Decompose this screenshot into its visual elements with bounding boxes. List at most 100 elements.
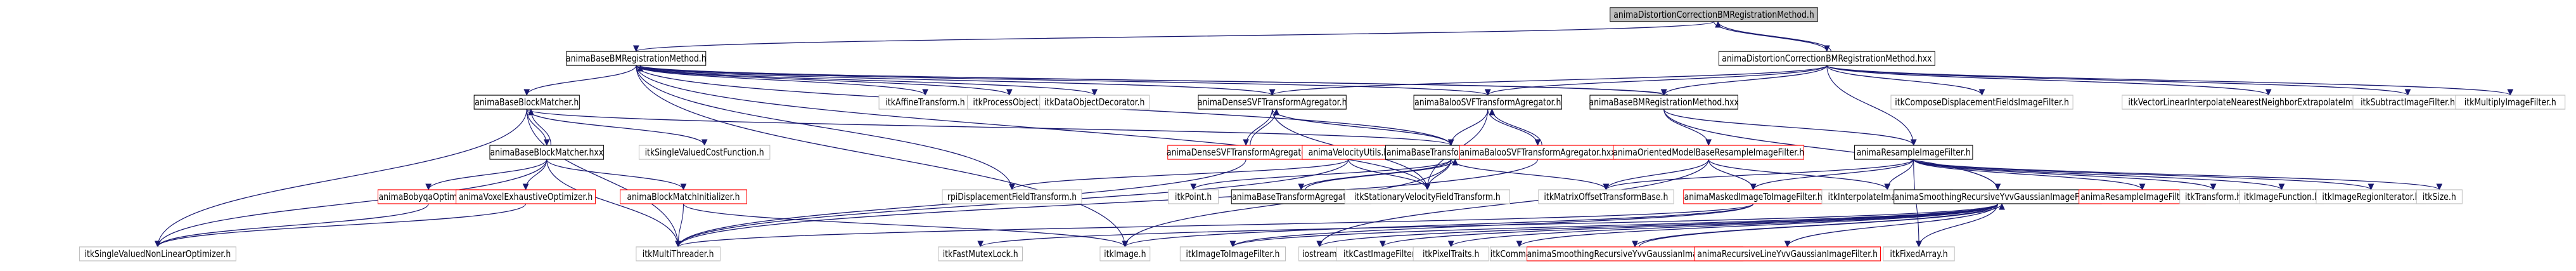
edge-line — [526, 109, 679, 248]
edge-line — [1011, 159, 1349, 190]
edge-n19-to-n27 — [1190, 159, 1452, 191]
file-node[interactable]: itkAffineTransform.h — [878, 95, 972, 110]
edge-arrowhead — [1006, 89, 1013, 96]
edge-arrowhead — [1632, 241, 1638, 248]
edge-line — [1639, 203, 2002, 248]
file-node[interactable]: animaSmoothingRecursiveYvvGaussianImageF… — [1894, 189, 2102, 204]
file-node[interactable]: itkMatrixOffsetTransformBase.h — [1538, 189, 1674, 204]
file-node-box — [2416, 189, 2463, 204]
file-node[interactable]: itkComposeDisplacementFieldsImageFilter.… — [1890, 95, 2073, 110]
file-node[interactable]: itkProcessObject.h — [967, 95, 1052, 110]
file-node[interactable]: animaOrientedModelBaseResampleImageFilte… — [1613, 145, 1804, 160]
edge-line — [636, 65, 1125, 248]
file-node-label: itkTransform.h — [2185, 192, 2241, 202]
file-node[interactable]: itkImageRegionIterator.h — [2316, 189, 2426, 204]
file-node[interactable]: itkSize.h — [2416, 189, 2463, 204]
file-node[interactable]: rpiDisplacementFieldTransform.h — [942, 189, 1082, 204]
file-node[interactable]: animaBaseBlockMatcher.h — [473, 95, 580, 110]
file-node[interactable]: itkImageToImageFilter.h — [1179, 246, 1286, 261]
edge-line — [1124, 203, 1754, 248]
file-node[interactable]: itkFixedArray.h — [1883, 246, 1955, 261]
edge-arrowhead — [637, 64, 644, 72]
edge-line — [677, 159, 1539, 248]
edge-layer — [155, 20, 2514, 248]
file-node[interactable]: itkFastMutexLock.h — [938, 246, 1023, 261]
edge-n33-to-n43 — [1229, 203, 1998, 248]
edge-line — [1826, 65, 1914, 146]
edge-line — [526, 109, 705, 146]
file-node[interactable]: animaRecursiveLineYvvGaussianImageFilter… — [1694, 246, 1881, 261]
file-node-label: itkMultiThreader.h — [643, 249, 714, 260]
file-node-box — [1538, 189, 1674, 204]
edge-arrowhead — [1484, 89, 1491, 96]
edge-line — [1913, 159, 2440, 190]
file-node[interactable]: animaBobyqaOptimizer.h — [377, 189, 480, 204]
edge-arrowhead — [701, 139, 708, 147]
file-node[interactable]: animaSmoothingRecursiveYvvGaussianImageF… — [1527, 246, 1743, 261]
edge-line — [1913, 159, 2371, 190]
file-node[interactable]: itkTransform.h — [2179, 189, 2247, 204]
file-node[interactable]: itkCastImageFilter.h — [1336, 246, 1430, 261]
file-node[interactable]: animaResampleImageFilter.h — [1854, 145, 1973, 160]
file-node-label: itkPoint.h — [1175, 192, 1212, 202]
edge-n22-to-n32 — [1884, 159, 1914, 191]
file-node-box — [1610, 7, 1818, 22]
file-node[interactable]: itkDataObjectDecorator.h — [1039, 95, 1150, 110]
file-node[interactable]: itkSingleValuedCostFunction.h — [638, 145, 771, 160]
file-node[interactable]: itkMultiThreader.h — [636, 246, 721, 261]
edge-line — [1193, 159, 1452, 190]
file-node-box — [1890, 95, 2073, 110]
file-node[interactable]: itkImageFunction.h — [2239, 189, 2324, 204]
edge-line — [1826, 65, 1983, 96]
edge-arrowhead — [1999, 202, 2005, 210]
edge-line — [636, 65, 1489, 96]
file-node[interactable]: animaDenseSVFTransformAgregator.h — [1198, 95, 1347, 110]
file-node[interactable]: animaBalooSVFTransformAgregator.h — [1413, 95, 1562, 110]
file-node[interactable]: animaVoxelExhaustiveOptimizer.h — [456, 189, 596, 204]
edge-n03-to-n13 — [1826, 65, 2411, 96]
file-node[interactable]: animaDenseSVFTransformAgregator.hxx — [1167, 145, 1325, 160]
edge-line — [636, 65, 1010, 96]
edge-arrowhead — [1750, 183, 1757, 191]
file-node[interactable]: itkVectorLinearInterpolateNearestNeighbo… — [2122, 95, 2416, 110]
file-node-box — [1413, 95, 1562, 110]
file-node[interactable]: animaBaseBlockMatcher.hxx — [489, 145, 605, 160]
edge-line — [1232, 203, 1998, 248]
file-node[interactable]: itkMultiplyImageFilter.h — [2455, 95, 2566, 110]
edge-arrowhead — [1452, 158, 1459, 166]
file-node[interactable]: animaVelocityUtils.h — [1302, 145, 1395, 160]
edge-line — [546, 159, 684, 190]
file-node-label: itkImageFunction.h — [2244, 192, 2319, 202]
file-node[interactable]: animaBaseBMRegistrationMethod.hxx — [1589, 95, 1739, 110]
file-node-label: itkComposeDisplacementFieldsImageFilter.… — [1895, 97, 2069, 108]
edge-line — [1305, 159, 1456, 190]
file-node-label: itkImage.h — [1104, 249, 1146, 260]
file-node-label: itkImageRegionIterator.h — [2322, 192, 2419, 202]
edge-n33-to-n50 — [1916, 203, 1998, 248]
file-node[interactable]: iostream — [1298, 246, 1341, 261]
file-node[interactable]: itkSubtractImageFilter.h — [2352, 95, 2463, 110]
file-node-box — [1718, 51, 1935, 66]
file-node[interactable]: itkSingleValuedNonLinearOptimizer.h — [79, 246, 236, 261]
file-node[interactable]: itkPixelTraits.h — [1413, 246, 1489, 261]
edge-line — [1605, 159, 1914, 190]
file-node[interactable]: animaBalooSVFTransformAgregator.hxx — [1459, 145, 1617, 160]
edge-n22-to-n37 — [1913, 159, 2374, 191]
file-node[interactable]: animaBaseBMRegistrationMethod.h — [566, 51, 707, 66]
edge-arrowhead — [1910, 139, 1917, 147]
edge-n20-to-n09 — [1489, 108, 1542, 146]
file-node[interactable]: itkPoint.h — [1168, 189, 1219, 204]
file-node[interactable]: animaMaskedImageToImageFilter.h — [1683, 189, 1824, 204]
file-node[interactable]: animaDistortionCorrectionBMRegistrationM… — [1718, 51, 1935, 66]
edge-n22-to-n38 — [1913, 159, 2443, 191]
file-node[interactable]: itkImage.h — [1099, 246, 1151, 261]
file-node[interactable]: animaResampleImageFilter.hxx — [2079, 189, 2206, 204]
file-node[interactable]: itkStationaryVelocityFieldTransform.h — [1344, 189, 1510, 204]
file-node-label: animaBaseBlockMatcher.hxx — [490, 147, 603, 158]
edge-line — [157, 109, 527, 248]
file-node[interactable]: animaBlockMatchInitializer.h — [620, 189, 747, 204]
edge-line — [1487, 65, 1828, 96]
edge-line — [639, 65, 1669, 96]
edge-n22-to-n35 — [1913, 159, 2217, 191]
